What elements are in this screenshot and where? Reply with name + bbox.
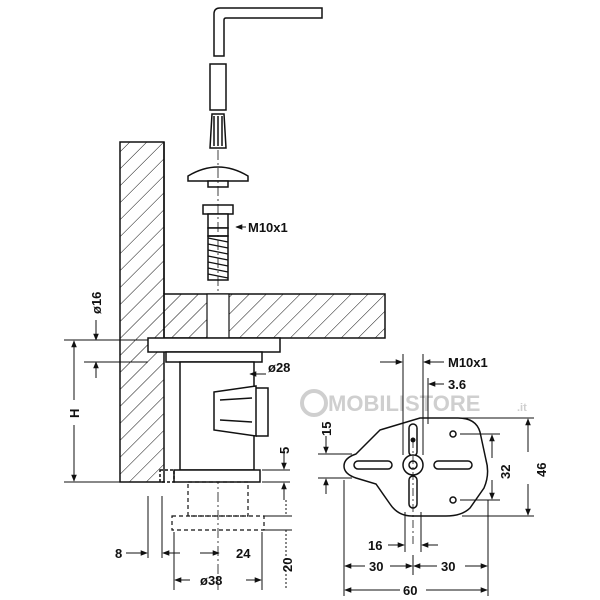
spacer-dimension xyxy=(262,452,290,500)
offset-dimension xyxy=(126,496,220,558)
plate-30-left-label: 30 xyxy=(369,559,383,574)
rod-diameter-label: ø16 xyxy=(89,292,104,314)
watermark: MOBILISTORE .it xyxy=(300,389,527,417)
bottom-panel xyxy=(163,293,386,339)
plate-46-dimension xyxy=(458,417,534,517)
foot-diameter-label: ø28 xyxy=(268,360,290,375)
side-panel xyxy=(119,141,165,483)
plate-15-dimension xyxy=(318,436,352,494)
base-height-label: 20 xyxy=(280,558,295,572)
watermark-suffix: .it xyxy=(517,402,527,414)
offset-8-label: 8 xyxy=(115,546,122,561)
watermark-brand: MOBILISTORE xyxy=(328,391,480,416)
height-dimension xyxy=(64,339,120,483)
plate-15-label: 15 xyxy=(319,422,334,436)
plate-32-label: 32 xyxy=(498,465,513,479)
spacer-label: 5 xyxy=(277,447,292,454)
panel-hole xyxy=(206,293,230,339)
screw-thread-label: M10x1 xyxy=(248,220,288,235)
plate-32-dimension xyxy=(460,433,500,501)
offset-24-label: 24 xyxy=(236,546,251,561)
plate-46-label: 46 xyxy=(534,463,549,477)
plate-offset-label: 3.6 xyxy=(448,377,466,392)
height-label: H xyxy=(67,409,82,418)
plate-16-label: 16 xyxy=(368,538,382,553)
foot-extension-dashed xyxy=(171,481,265,531)
plate-60-label: 60 xyxy=(403,583,417,598)
mounting-plate xyxy=(343,417,489,517)
plate-offset-dimension xyxy=(427,378,444,424)
plate-30-right-label: 30 xyxy=(441,559,455,574)
leg-foot xyxy=(147,337,281,483)
base-height-dimension xyxy=(264,500,292,590)
allen-key-icon xyxy=(209,7,323,149)
plate-thread-label: M10x1 xyxy=(448,355,488,370)
base-diameter-label: ø38 xyxy=(200,573,222,588)
plate-thread-dimension xyxy=(380,354,444,455)
plate-16-dimension xyxy=(388,512,438,552)
base-diameter-dimension xyxy=(173,532,263,590)
plate-30-dimension xyxy=(343,480,489,596)
